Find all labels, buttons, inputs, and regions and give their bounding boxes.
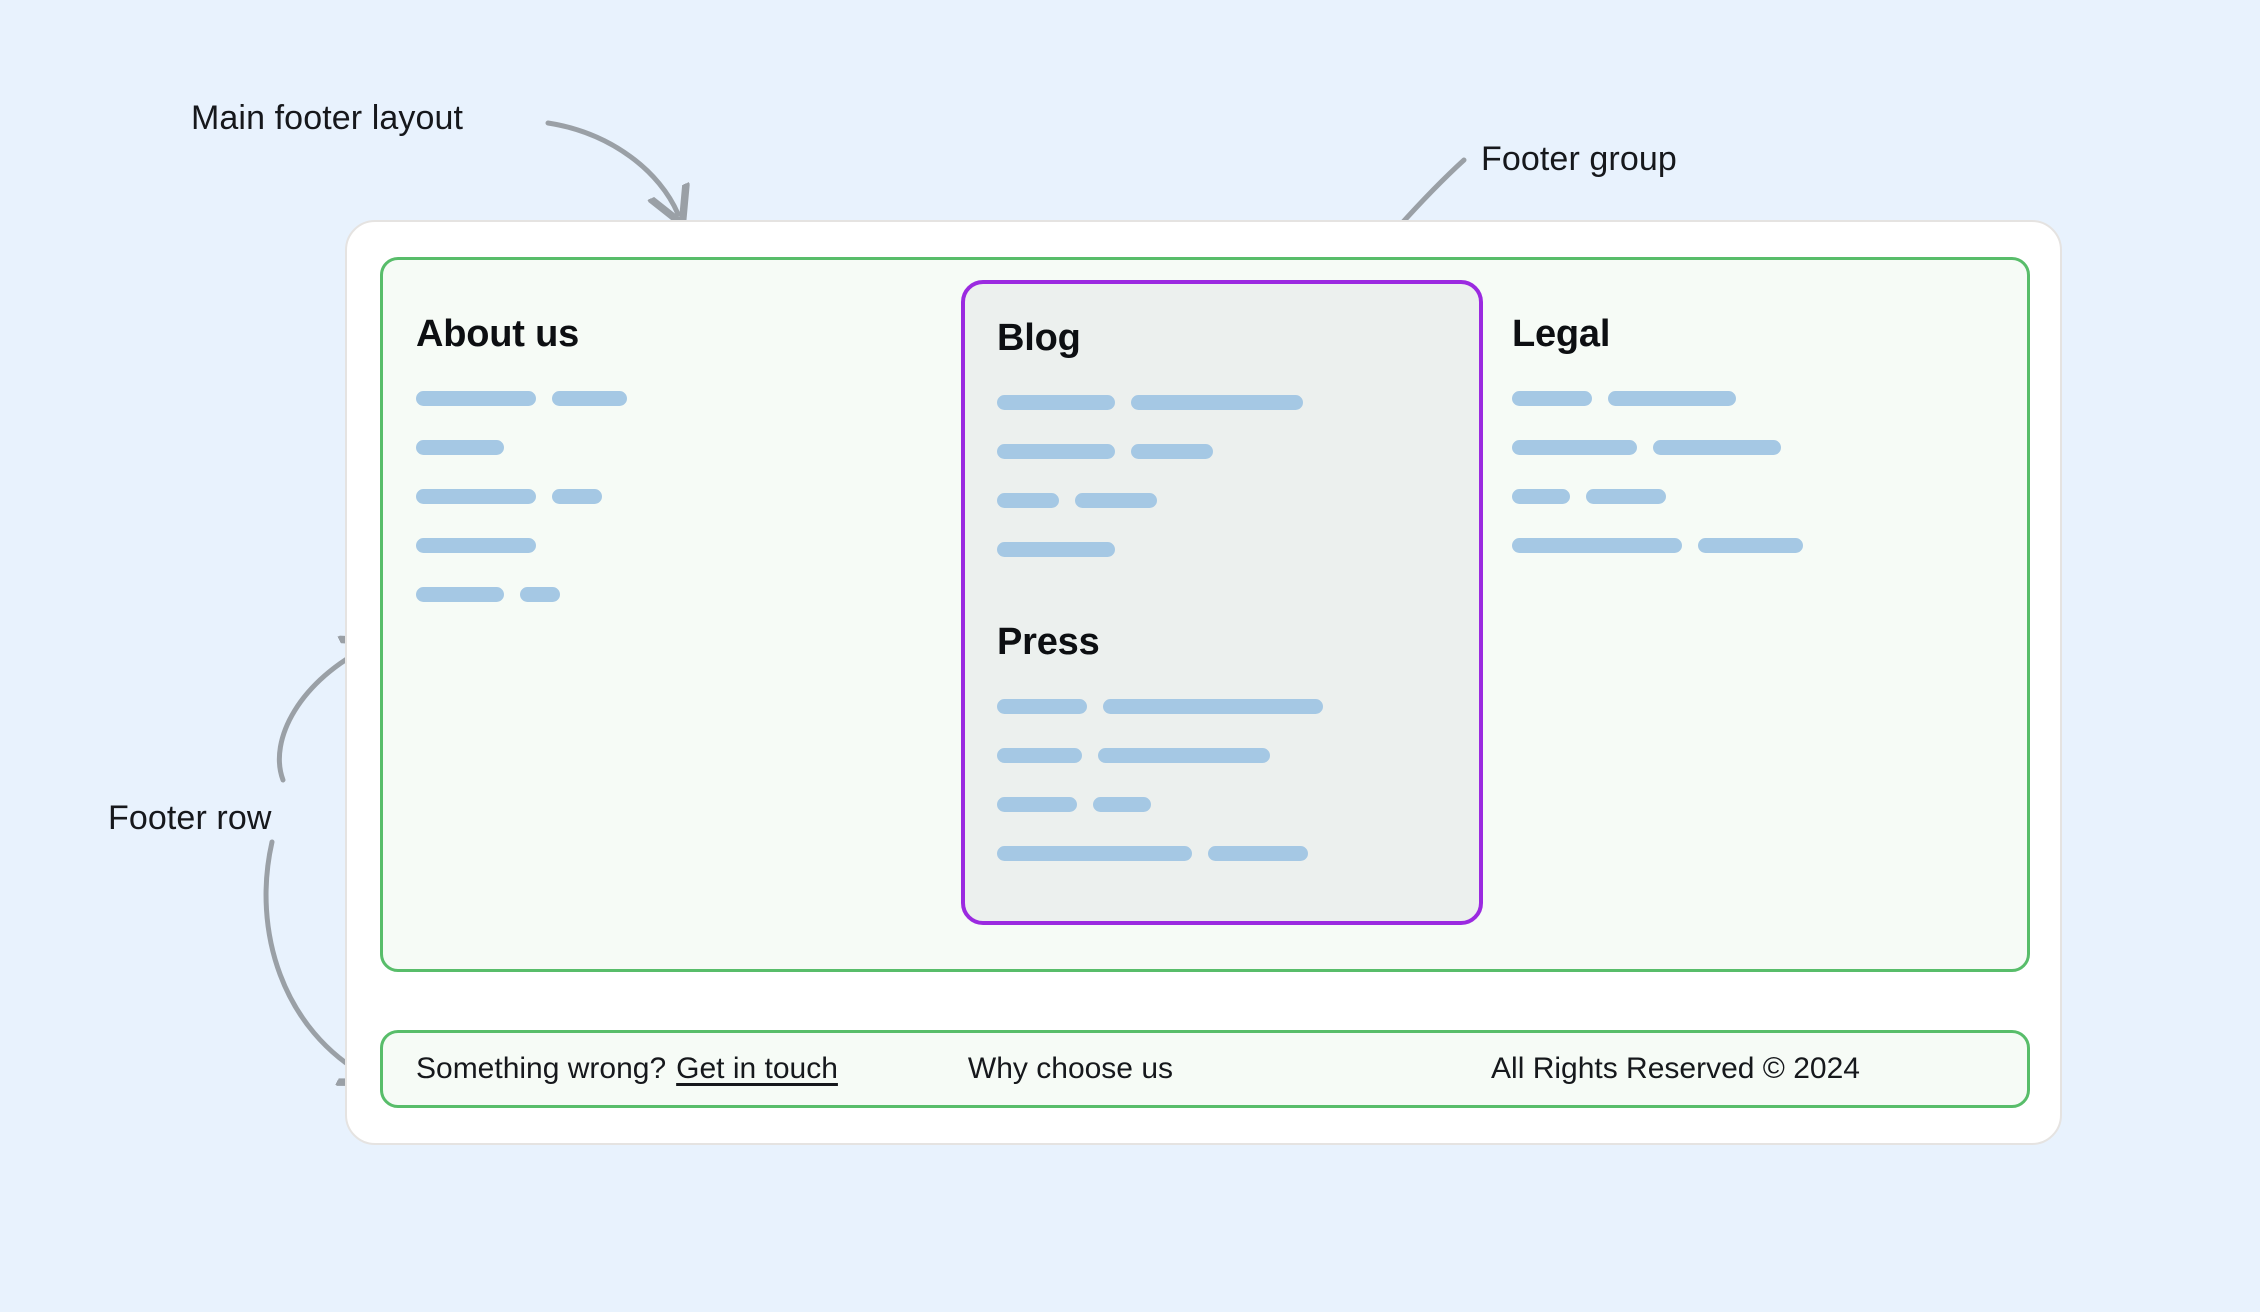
footer-column-heading-press: Press xyxy=(996,621,1100,663)
skeleton-bar xyxy=(416,587,504,602)
skeleton-row[interactable] xyxy=(1511,391,2027,406)
skeleton-bar xyxy=(1130,444,1213,459)
skeleton-row[interactable] xyxy=(1511,538,2027,553)
skeleton-bar xyxy=(1092,797,1151,812)
skeleton-bar xyxy=(416,440,504,455)
why-choose-us-link[interactable]: Why choose us xyxy=(967,1052,1174,1085)
copyright-text: All Rights Reserved © 2024 xyxy=(1491,1052,1860,1085)
skeleton-row[interactable] xyxy=(416,489,951,504)
skeleton-bar xyxy=(1607,391,1736,406)
footer-columns: About us xyxy=(383,260,2027,969)
skeleton-row[interactable] xyxy=(996,846,1479,861)
skeleton-row[interactable] xyxy=(416,538,951,553)
arrow-main-footer-layout xyxy=(545,120,678,214)
skeleton-link-list-legal xyxy=(1511,391,2027,553)
skeleton-bar xyxy=(1511,489,1570,504)
skeleton-row[interactable] xyxy=(996,395,1479,410)
footer-column-heading-about: About us xyxy=(416,313,580,355)
skeleton-bar xyxy=(416,538,536,553)
skeleton-row[interactable] xyxy=(416,587,951,602)
skeleton-bar xyxy=(552,489,602,504)
skeleton-link-list-about xyxy=(416,391,951,602)
skeleton-bar xyxy=(1207,846,1308,861)
skeleton-row[interactable] xyxy=(1511,440,2027,455)
skeleton-bar xyxy=(996,542,1115,557)
skeleton-bar xyxy=(1130,395,1303,410)
footer-card: About us xyxy=(345,220,2062,1145)
skeleton-bar xyxy=(996,444,1115,459)
skeleton-link-list-press xyxy=(996,699,1479,861)
skeleton-row[interactable] xyxy=(996,542,1479,557)
skeleton-bar xyxy=(996,395,1115,410)
skeleton-row[interactable] xyxy=(996,748,1479,763)
skeleton-bar xyxy=(416,391,536,406)
skeleton-bar xyxy=(1102,699,1323,714)
skeleton-bar xyxy=(996,493,1059,508)
footer-column-about: About us xyxy=(383,260,951,969)
footer-column-heading-legal: Legal xyxy=(1511,313,1611,355)
skeleton-bar xyxy=(1097,748,1270,763)
annotation-label-footer-row: Footer row xyxy=(108,799,272,837)
footer-column-legal: Legal xyxy=(1484,260,2027,969)
skeleton-row[interactable] xyxy=(416,440,951,455)
footer-column-heading-blog: Blog xyxy=(996,317,1081,359)
skeleton-row[interactable] xyxy=(996,699,1479,714)
footer-contact-block: Something wrong? Get in touch xyxy=(416,1052,838,1086)
skeleton-row[interactable] xyxy=(996,493,1479,508)
skeleton-row[interactable] xyxy=(416,391,951,406)
skeleton-bar xyxy=(1074,493,1157,508)
skeleton-row[interactable] xyxy=(996,797,1479,812)
skeleton-bar xyxy=(996,797,1077,812)
skeleton-bar xyxy=(1511,440,1637,455)
footer-main-row: About us xyxy=(380,257,2030,972)
skeleton-bar xyxy=(416,489,536,504)
get-in-touch-link[interactable]: Get in touch xyxy=(676,1052,838,1085)
footer-bottom-row: Something wrong? Get in touch Why choose… xyxy=(380,1030,2030,1108)
footer-contact-text: Something wrong? xyxy=(416,1052,667,1085)
skeleton-bar xyxy=(1585,489,1666,504)
footer-group: Blog xyxy=(960,280,1483,925)
skeleton-bar xyxy=(1511,391,1592,406)
skeleton-bar xyxy=(1652,440,1781,455)
skeleton-link-list-blog xyxy=(996,395,1479,557)
skeleton-bar xyxy=(1697,538,1803,553)
skeleton-bar xyxy=(996,699,1087,714)
skeleton-bar xyxy=(552,391,627,406)
skeleton-bar xyxy=(520,587,560,602)
skeleton-bar xyxy=(996,748,1082,763)
annotation-label-footer-group: Footer group xyxy=(1481,140,1677,178)
skeleton-bar xyxy=(1511,538,1682,553)
skeleton-bar xyxy=(996,846,1192,861)
footer-column-middle: Blog xyxy=(951,260,1484,969)
annotation-label-main-footer-layout: Main footer layout xyxy=(191,99,464,137)
skeleton-row[interactable] xyxy=(996,444,1479,459)
skeleton-row[interactable] xyxy=(1511,489,2027,504)
